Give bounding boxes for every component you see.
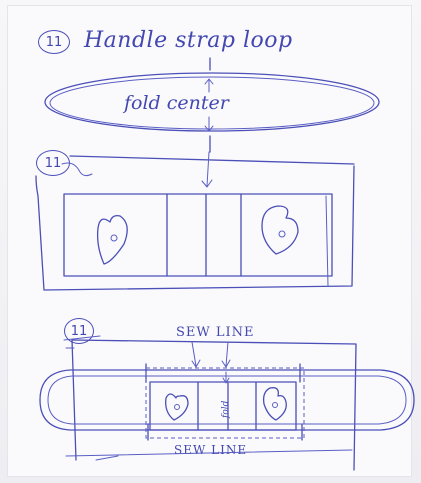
curl-mark <box>61 162 93 177</box>
fold-center-label: fold center <box>124 92 229 114</box>
center-arrow-icon <box>222 371 230 384</box>
bottom-guide-line <box>65 449 353 457</box>
strap-loop-top <box>44 57 380 153</box>
sew-line-region <box>145 367 305 439</box>
outer-rect-corner <box>63 335 101 341</box>
heart-icon-left <box>96 214 128 265</box>
button-icon-small-right <box>272 402 278 408</box>
step-number-bottom: 11 <box>70 323 88 339</box>
button-icon-right <box>278 230 286 238</box>
step-number-top: 11 <box>45 34 63 50</box>
heart-icon-small-left <box>165 393 189 421</box>
outer-panel-top-edge <box>69 155 355 165</box>
heart-icon-small-right <box>262 387 287 421</box>
arrow-down-icon <box>204 116 214 132</box>
sew-line-top-label: SEW LINE <box>176 325 255 340</box>
button-icon-left <box>110 234 118 242</box>
bottom-stroke <box>95 455 119 461</box>
inner-panel <box>63 193 333 277</box>
outer-panel-outline <box>35 165 355 291</box>
flat-layout <box>35 151 355 291</box>
strap-loop-inner <box>47 375 407 425</box>
wrapped-strap <box>39 335 415 471</box>
step-number-badge-top: 11 <box>38 30 70 54</box>
outer-rect-top-right <box>71 339 357 471</box>
inner-panel-wrapped <box>149 381 297 431</box>
sew-arrow-right-icon <box>221 341 231 368</box>
step-number-badge-bottom: 11 <box>64 318 94 344</box>
arrow-up-icon <box>204 78 214 93</box>
right-edge-mark <box>325 195 329 287</box>
strap-loop-inner-ellipse <box>49 76 375 130</box>
button-icon-small-left <box>174 404 180 410</box>
diagram-title: Handle strap loop <box>84 28 293 53</box>
strap-loop-outer <box>39 369 415 431</box>
strap-loop-outer-ellipse <box>44 72 380 132</box>
arrow-to-center-icon <box>201 151 213 188</box>
step-number-middle: 11 <box>44 155 62 171</box>
sew-arrow-left-icon <box>191 341 201 368</box>
heart-icon-right <box>261 205 299 255</box>
outer-rect-left <box>71 339 77 461</box>
